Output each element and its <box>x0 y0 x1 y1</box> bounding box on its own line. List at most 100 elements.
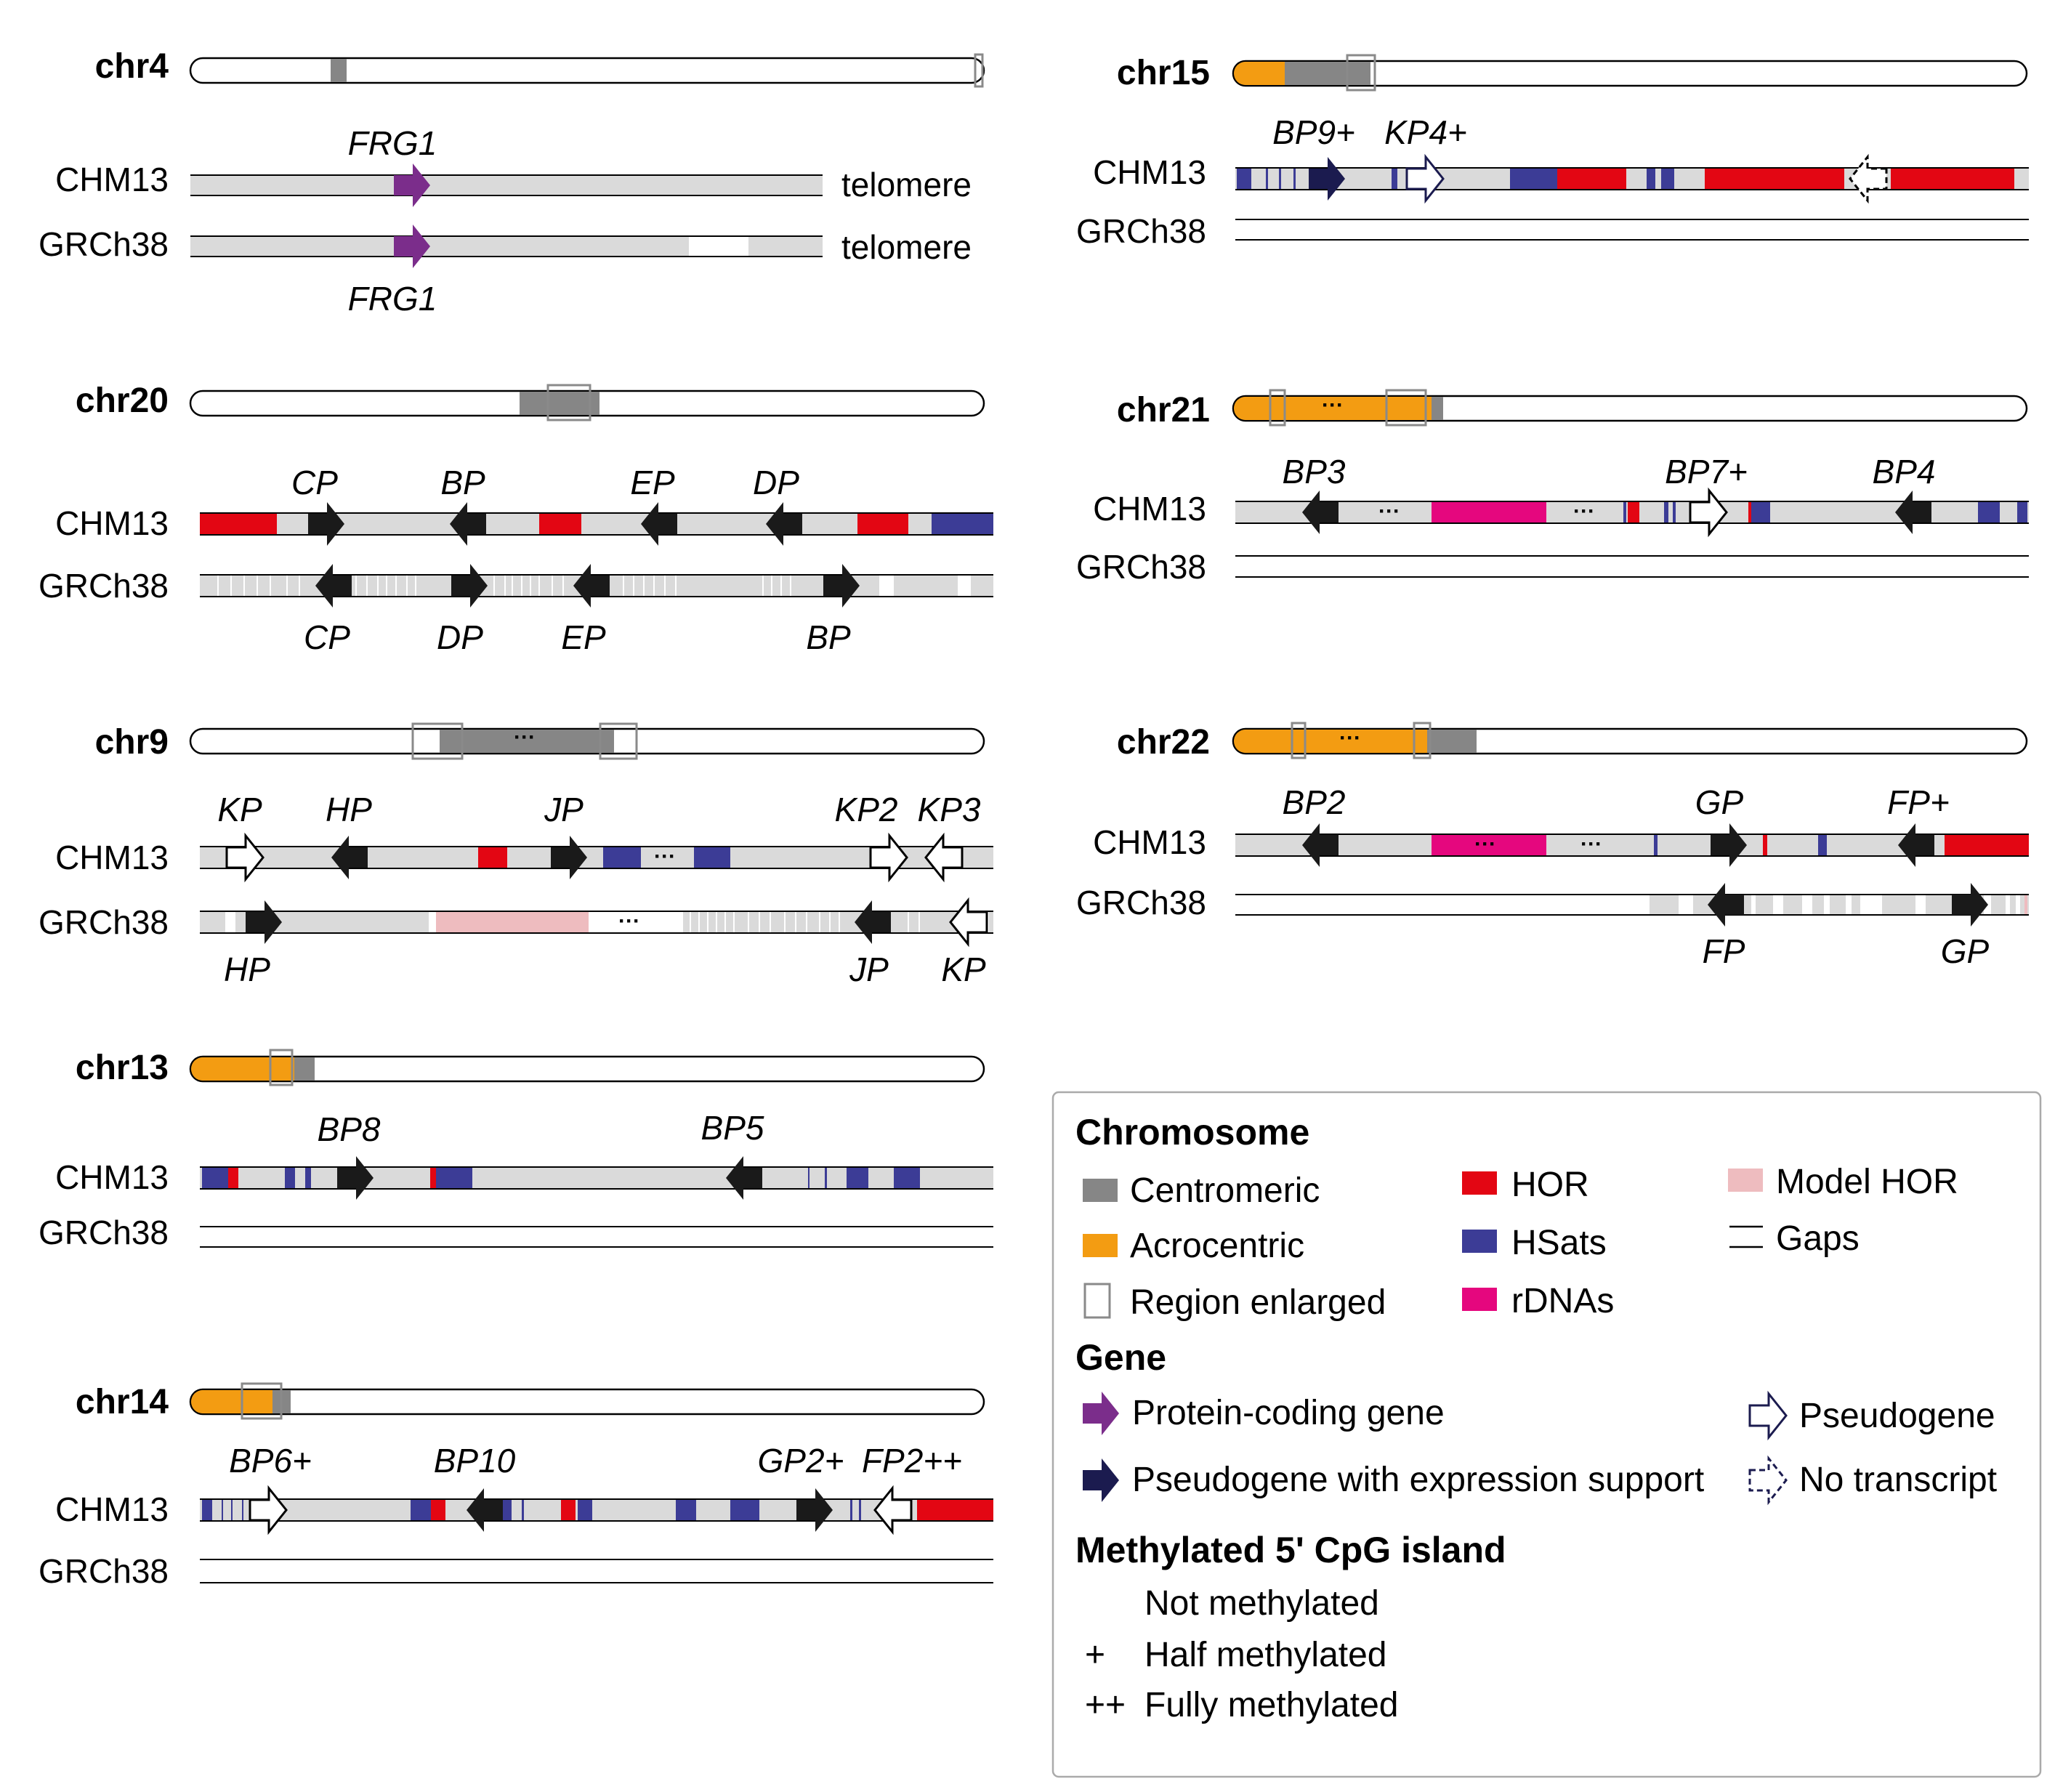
pseudogene-arrow <box>869 834 908 881</box>
telomere-label: telomere <box>841 166 972 203</box>
chromosome-ideogram <box>1232 60 2028 87</box>
centromere-band <box>440 730 614 753</box>
track-label-chm13: CHM13 <box>55 1158 169 1196</box>
region-enlarged-box <box>599 722 638 760</box>
gene-label: KP4+ <box>1384 113 1467 151</box>
chr20-panel: chr20 CHM13 CP BP EP DP GRCh38 <box>39 382 993 656</box>
gene-label: KP <box>217 791 262 828</box>
gene-label: BP <box>806 618 851 656</box>
centromere-band <box>520 392 599 415</box>
legend-box <box>1051 1091 2042 1778</box>
ellipsis: ··· <box>1378 499 1400 523</box>
track-label-chm13: CHM13 <box>55 1490 169 1528</box>
gene-label: BP2 <box>1283 783 1346 821</box>
pseudogene-arrow <box>855 900 891 944</box>
chromosome-ideogram <box>189 1055 985 1083</box>
legend-label: Pseudogene <box>1799 1397 1995 1435</box>
pseudogene-arrow <box>1302 491 1339 534</box>
legend-label: Centromeric <box>1130 1171 1320 1210</box>
legend-label: rDNAs <box>1511 1282 1614 1320</box>
gene-label: BP3 <box>1283 453 1346 491</box>
pseudogene-arrow <box>873 1487 913 1533</box>
legend-label: HSats <box>1511 1224 1607 1262</box>
track-label-chm13: CHM13 <box>55 504 169 542</box>
pseudogene-arrow <box>1711 823 1747 867</box>
gene-label: HP <box>326 791 372 828</box>
chromosome-label: chr13 <box>76 1049 169 1087</box>
pseudogene-arrow <box>924 834 964 881</box>
legend-label: HOR <box>1511 1166 1589 1204</box>
gene-label: BP10 <box>434 1442 516 1480</box>
ellipsis: ··· <box>654 844 676 868</box>
region-enlarged-box <box>1385 389 1427 427</box>
chm13-track <box>200 1167 993 1189</box>
region-enlarged-box <box>269 1049 294 1086</box>
region-enlarged-box <box>1346 54 1376 92</box>
pseudogene-arrow <box>551 836 587 879</box>
centromere-band <box>331 59 347 82</box>
gene-label: BP6+ <box>229 1442 312 1480</box>
hor-swatch <box>1462 1171 1497 1195</box>
gene-label: JP <box>849 951 889 988</box>
pseudogene-arrow <box>1302 823 1339 867</box>
pseudogene-arrow <box>823 564 860 608</box>
pseudogene-arrow <box>1898 823 1934 867</box>
region-enlarged-box <box>974 53 984 88</box>
legend-title-gene: Gene <box>1075 1337 1166 1378</box>
centromere-band <box>1285 62 1370 85</box>
chm13-track <box>1235 834 2029 856</box>
pseudogene-arrow <box>1708 883 1744 927</box>
gene-label: BP5 <box>701 1109 764 1147</box>
ellipsis: ··· <box>1580 832 1602 856</box>
frg1-gene-arrow <box>394 164 430 207</box>
gene-label: FP2++ <box>862 1442 962 1480</box>
chromosome-label: chr20 <box>76 382 169 420</box>
track-label-chm13: CHM13 <box>55 839 169 876</box>
legend-title-methylation: Methylated 5' CpG island <box>1075 1530 1506 1570</box>
pseudogene-arrow <box>1952 883 1988 927</box>
pseudogene-arrow <box>1309 157 1345 201</box>
legend-label: Half methylated <box>1144 1636 1387 1674</box>
gene-label: BP9+ <box>1272 113 1355 151</box>
gene-label: EP <box>630 464 675 501</box>
pseudogene-arrow <box>573 564 610 608</box>
acrocentric-band <box>1234 730 1427 753</box>
track-label-grch38: GRCh38 <box>39 1214 169 1251</box>
pseudogene-arrow <box>641 502 677 546</box>
legend-label: Not methylated <box>1144 1584 1379 1623</box>
region-enlarged-box <box>411 722 464 760</box>
centromeric-swatch <box>1083 1179 1118 1202</box>
legend-title-chromosome: Chromosome <box>1075 1112 1309 1153</box>
pseudogene-arrow <box>331 836 368 879</box>
pseudogene-arrow <box>726 1156 762 1200</box>
telomere-label: telomere <box>841 228 972 266</box>
acrocentric-band <box>191 1390 272 1413</box>
gene-label: FRG1 <box>348 280 437 318</box>
chr14-panel: chr14 CHM13 BP6+ BP10 GP2+ FP2++ <box>39 1382 993 1590</box>
pseudogene-arrow <box>315 564 352 608</box>
gene-label: CP <box>291 464 338 501</box>
chromosome-label: chr22 <box>1117 723 1210 762</box>
region-enlarged-box <box>1269 389 1286 427</box>
ellipsis: ··· <box>618 909 640 933</box>
region-enlarged-box <box>546 384 592 421</box>
pseudogene-arrow <box>796 1488 833 1532</box>
chromosome-label: chr21 <box>1117 391 1210 429</box>
pseudogene-arrow <box>949 899 988 945</box>
track-label-grch38: GRCh38 <box>39 1552 169 1590</box>
gene-label: KP2 <box>835 791 898 828</box>
pseudogene-arrow <box>249 1487 288 1533</box>
legend-label: Pseudogene with expression support <box>1132 1461 1704 1499</box>
frg1-gene-arrow <box>394 225 430 268</box>
legend-label: Protein-coding gene <box>1132 1394 1445 1432</box>
acrocentric-band <box>191 1057 294 1081</box>
track-label-grch38: GRCh38 <box>1076 212 1206 250</box>
gene-label: BP8 <box>318 1110 381 1148</box>
gene-label: BP7+ <box>1665 453 1748 491</box>
ellipsis: ··· <box>1339 726 1361 750</box>
gene-label: BP4 <box>1873 453 1936 491</box>
chromosome-label: chr14 <box>76 1383 169 1421</box>
acrocentric-swatch <box>1083 1234 1118 1257</box>
track-label-grch38: GRCh38 <box>39 567 169 605</box>
pseudogene-arrow <box>450 502 486 546</box>
